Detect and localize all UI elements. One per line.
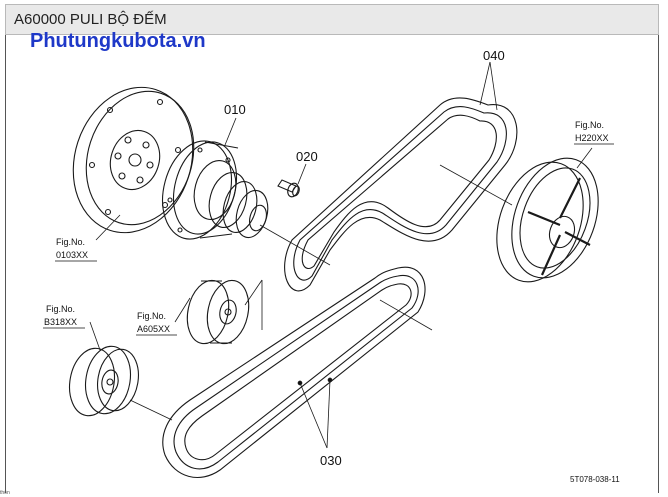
alternator-pulley <box>68 345 139 417</box>
flywheel-disc <box>72 86 195 234</box>
footer-strip: thôn <box>0 490 10 496</box>
alternator-belt-030 <box>162 266 426 478</box>
fig-label-b318: Fig.No. <box>46 304 75 314</box>
fan-belt-040 <box>284 97 518 292</box>
fan-pulley <box>496 157 599 283</box>
callout-020: 020 <box>296 149 318 164</box>
diagram-frame <box>5 35 659 493</box>
fig-code-0103: 0103XX <box>56 250 88 260</box>
page-title: A60000 PULI BỘ ĐẾM <box>14 11 167 28</box>
watermark-text: Phutungkubota.vn <box>30 30 206 52</box>
callout-010: 010 <box>224 102 246 117</box>
fig-label-0103: Fig.No. <box>56 237 85 247</box>
fig-label-h220: Fig.No. <box>575 120 604 130</box>
callout-040: 040 <box>483 48 505 63</box>
fig-code-b318: B318XX <box>44 317 77 327</box>
idler-pulley <box>186 279 250 345</box>
title-bar: A60000 PULI BỘ ĐẾM <box>5 4 659 35</box>
fig-code-h220: H220XX <box>575 133 609 143</box>
fig-label-a605: Fig.No. <box>137 311 166 321</box>
callout-030: 030 <box>320 453 342 468</box>
damper-pulley <box>162 140 269 240</box>
fig-code-a605: A605XX <box>137 324 170 334</box>
drawing-code: 5T078-038-11 <box>570 475 620 484</box>
leader-lines <box>89 61 593 449</box>
bolt-part <box>277 179 300 198</box>
